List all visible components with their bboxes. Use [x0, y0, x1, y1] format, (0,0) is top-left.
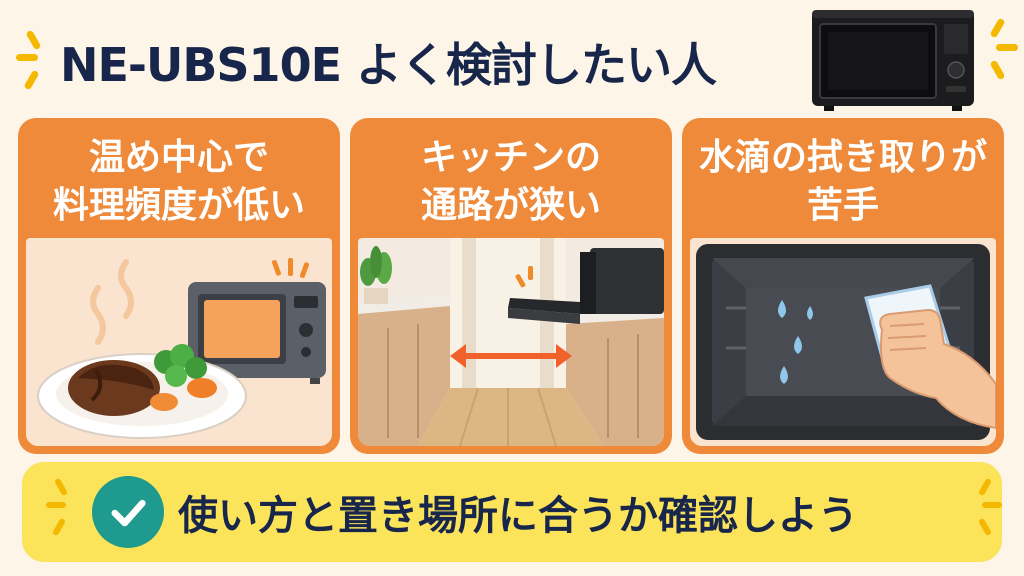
card-title: 水滴の拭き取りが 苦手 — [682, 126, 1004, 238]
right-accent-burst-icon — [982, 17, 1022, 84]
card-title-line-2: 料理頻度が低い — [52, 185, 305, 226]
card-title-line-2: 通路が狭い — [420, 185, 601, 226]
summary-banner — [22, 462, 1002, 562]
card-title-line-1: キッチンの — [420, 137, 601, 178]
card-title-line-2: 苦手 — [806, 185, 879, 226]
banner-left-burst-icon — [40, 477, 80, 542]
card-title: 温め中心で 料理頻度が低い — [18, 126, 340, 238]
microwave-with-plate-illustration — [26, 238, 332, 446]
banner-text: 使い方と置き場所に合うか確認しよう — [178, 493, 858, 539]
card-low-cooking-frequency: 温め中心で 料理頻度が低い — [18, 118, 340, 454]
banner-right-burst-icon — [968, 477, 1008, 542]
oven-product-image — [810, 8, 976, 112]
check-icon — [92, 476, 164, 548]
card-wiping-water-drops: 水滴の拭き取りが 苦手 — [682, 118, 1004, 454]
card-narrow-kitchen-aisle: キッチンの 通路が狭い — [350, 118, 672, 454]
left-accent-burst-icon — [10, 29, 50, 91]
narrow-kitchen-illustration — [358, 238, 664, 446]
page-title: NE-UBS10E よく検討したい人 — [60, 38, 717, 92]
wiping-oven-illustration — [690, 238, 996, 446]
card-title-line-1: 温め中心で — [88, 137, 269, 178]
card-title-line-1: 水滴の拭き取りが — [698, 137, 987, 178]
card-title: キッチンの 通路が狭い — [350, 126, 672, 238]
